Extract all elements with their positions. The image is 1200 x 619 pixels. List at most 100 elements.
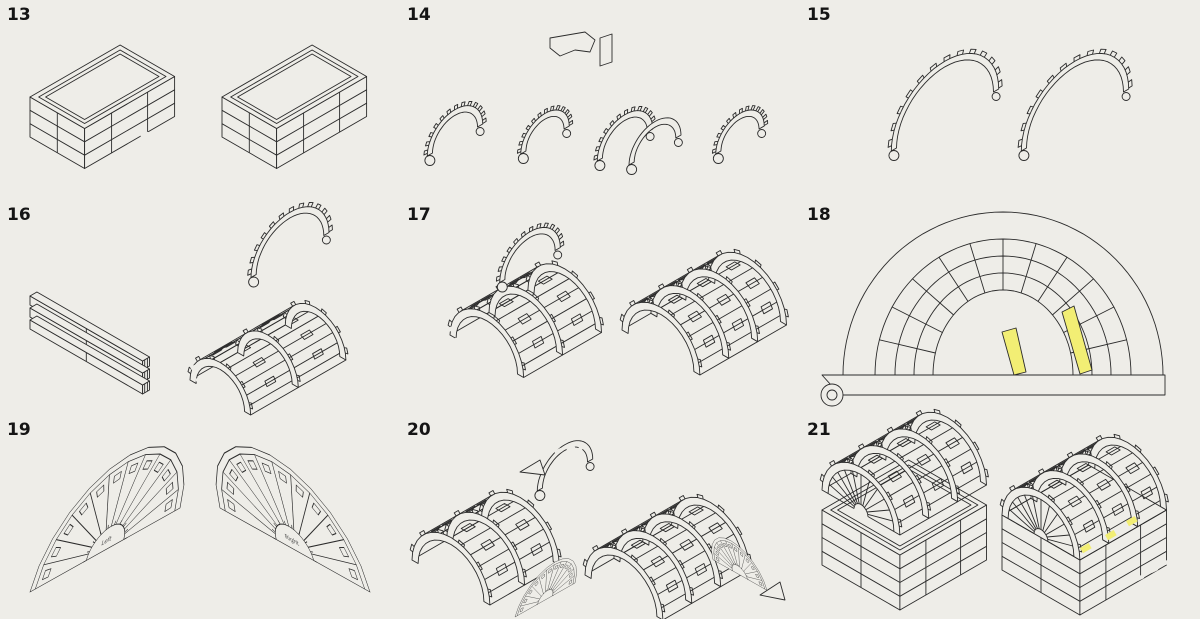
floating-arch-rib-tooth (326, 214, 332, 223)
arch-rib-tooth (537, 112, 542, 119)
arch-rib-tooth (609, 120, 615, 127)
step-number-21: 21 (807, 420, 831, 440)
assembled-chest-lid-rib-tooth (1066, 516, 1073, 526)
end-panel-hub-tooth (548, 588, 550, 590)
completed-barrel-rib-tooth (726, 342, 732, 351)
floating-arch-rib-tooth (315, 203, 322, 210)
assembled-chest-lid-end-spoke (1047, 538, 1073, 547)
assembled-chest-lid-rib-tooth (1084, 450, 1092, 456)
chest-base-layer-line (821, 545, 987, 597)
large-arch-rib-tooth (1109, 50, 1118, 58)
arch-frame-rib-tooth (344, 347, 349, 355)
large-arch-rib-end-loop (1018, 150, 1030, 161)
assembled-chest-lid-rib-tooth (1055, 467, 1063, 473)
barrel-left-slot (495, 563, 509, 576)
flat-panel-top (29, 291, 150, 362)
connector-peg (145, 326, 155, 333)
barrel-right-rib-tooth (696, 493, 704, 500)
right-panel-rib (290, 474, 295, 531)
right-panel-hub-tooth (291, 524, 293, 529)
chest-base-b-layer-line (221, 102, 367, 156)
assembled-chest-lid-rib-tooth (1076, 477, 1084, 486)
chest-lid-rib (908, 411, 987, 486)
arch-frame-slot (312, 348, 324, 360)
barrel-right-rib-tooth (649, 576, 656, 586)
end-panel-hub-tooth (735, 563, 737, 565)
partial-barrel-rib-tooth (473, 305, 481, 311)
completed-barrel-rib-tooth (667, 309, 675, 318)
arch-frame-rib-tooth (242, 328, 249, 335)
completed-barrel-rib-tooth (646, 298, 654, 305)
arch-rib-end-loop (475, 127, 485, 136)
left-panel-rib (122, 459, 171, 526)
large-arch-rib-tooth (890, 122, 897, 132)
right-panel-slot (295, 484, 304, 498)
completed-barrel-rib-tooth (658, 283, 665, 290)
chest-lid-rib-tooth (904, 425, 912, 431)
large-arch-rib (890, 53, 1000, 152)
right-panel-hub-tooth (298, 531, 300, 536)
chest-lid-rib-tooth (875, 442, 883, 448)
arch-frame-rib-tooth (195, 355, 201, 362)
vault-seam (969, 243, 986, 294)
assembled-chest-base-layer-line (1001, 523, 1167, 575)
completed-barrel-rib-tooth (686, 331, 693, 341)
floating-arch-rib-tooth (288, 206, 295, 213)
right-panel-slot (226, 481, 235, 495)
chest-lid-slot (902, 494, 916, 508)
arch-rib-end-loop (645, 132, 655, 141)
completed-barrel-rib-tooth (686, 266, 694, 273)
chest-lid-rib-tooth (955, 485, 960, 495)
completed-barrel-stave (660, 257, 748, 308)
barrel-right-slot (694, 563, 708, 576)
arch-frame-rib-tooth (296, 374, 301, 382)
arch-rib-tooth (759, 109, 765, 116)
floating-arch-rib-tooth (307, 201, 314, 208)
right-panel-slot (247, 460, 258, 470)
partial-barrel-rib-tooth (510, 336, 517, 345)
right-panel-slot (227, 499, 236, 512)
completed-barrel-rib-tooth (754, 259, 762, 268)
right-panel-rib (222, 471, 276, 530)
assembled-chest-lid-stave (1060, 459, 1148, 511)
left-panel-slot (79, 502, 89, 516)
assembled-chest-lid-rib-tooth (1152, 466, 1160, 476)
highlight-strip (1061, 305, 1093, 375)
assembled-chest-lid-end-spoke (1032, 495, 1040, 529)
barrel-left-rib (411, 531, 491, 606)
large-arch-rib-tooth (887, 138, 893, 148)
barrel-left-rib-tooth (409, 543, 415, 553)
arch-frame-rib (189, 357, 252, 416)
arch-rib (628, 117, 682, 166)
barrel-right-rib-tooth (717, 504, 725, 513)
wedge-part (519, 459, 546, 476)
completed-barrel-rib-tooth (696, 292, 704, 301)
completed-barrel-rib-tooth (725, 276, 733, 285)
completed-barrel-slot (731, 318, 745, 331)
right-panel-hub-tooth (313, 560, 317, 563)
loose-arch-rib-tooth (495, 275, 501, 282)
partial-barrel-slot (570, 313, 584, 326)
left-panel-slot (164, 499, 173, 512)
partial-barrel-rib-tooth (447, 319, 453, 328)
barrel-right-rib-tooth (689, 587, 695, 596)
arch-rib-end-loop (626, 164, 638, 175)
arch-rib-end-loop (673, 138, 683, 147)
small-peg (542, 449, 552, 456)
stave-peg (452, 349, 462, 356)
chest-base-a-rim (38, 49, 167, 124)
rib-peg (601, 118, 611, 125)
chest-lid-stave (870, 424, 958, 476)
partial-barrel-slot (532, 335, 545, 349)
end-panel-rib (552, 575, 575, 594)
completed-barrel-slot (702, 334, 716, 348)
right-panel-hub (274, 523, 315, 561)
arch-rib-tooth (428, 132, 434, 138)
assembled-chest-lid-slot (1105, 446, 1121, 456)
arch-rib-tooth (763, 119, 769, 126)
end-panel-rib (550, 561, 568, 590)
completed-barrel-slot (725, 261, 741, 271)
arch-rib-tooth (616, 113, 622, 120)
arch-frame-rib-tooth (320, 308, 327, 316)
right-panel-hub-tooth (277, 520, 281, 525)
